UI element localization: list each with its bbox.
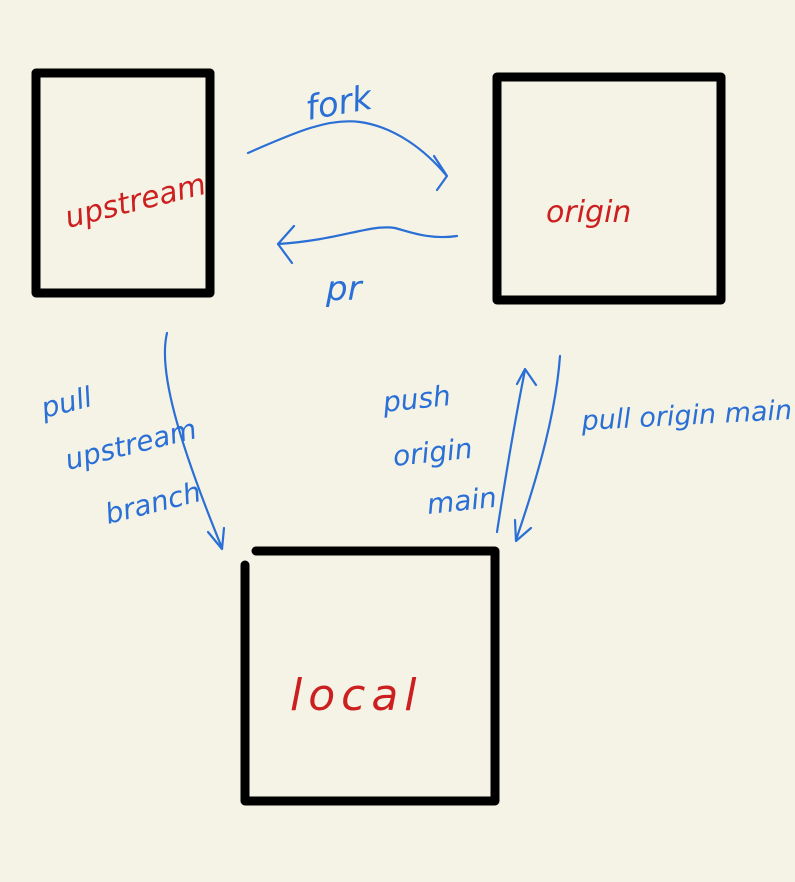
pull-origin-arrowhead <box>513 518 533 543</box>
pr-arrowhead <box>276 224 296 265</box>
push-origin-line1: push <box>380 379 452 419</box>
push-origin-arrow <box>495 368 527 534</box>
pr-label: pr <box>325 269 364 309</box>
local-label: local <box>290 670 423 721</box>
pull-upstream-arrowhead <box>206 526 226 551</box>
upstream-box <box>31 68 215 298</box>
pull-upstream-line2: upstream <box>62 412 200 477</box>
pull-origin-arrow <box>514 354 562 542</box>
origin-label: origin <box>546 195 631 230</box>
push-origin-line2: origin <box>391 432 474 473</box>
fork-arrow <box>246 120 448 177</box>
upstream-label: upstream <box>61 167 209 236</box>
pull-origin-label: pull origin main <box>580 395 793 437</box>
fork-arrowhead <box>432 154 449 192</box>
pull-upstream-line1: pull <box>37 380 96 425</box>
pull-upstream-arrow <box>163 331 224 550</box>
origin-box <box>492 72 726 305</box>
push-origin-arrowhead <box>515 367 538 387</box>
pr-arrow <box>276 226 459 246</box>
local-box <box>240 546 500 806</box>
push-origin-line3: main <box>425 481 498 521</box>
fork-label: fork <box>303 78 377 129</box>
pull-upstream-line3: branch <box>102 475 204 531</box>
